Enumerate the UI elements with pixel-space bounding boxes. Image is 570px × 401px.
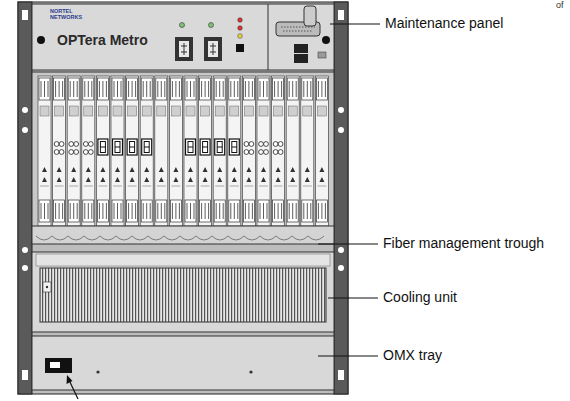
- brand-logo: NORTEL NETWORKS: [50, 9, 80, 21]
- screw: [249, 370, 252, 373]
- switch: [208, 41, 218, 57]
- circuit-packs: [38, 76, 328, 226]
- leader-line: [328, 298, 378, 299]
- latch-dot: [46, 286, 48, 288]
- pointer-arrow: [69, 380, 78, 399]
- fan-grille: [40, 268, 326, 322]
- connector-pins: [281, 27, 315, 31]
- ground-jack: [318, 52, 326, 58]
- led: [238, 26, 243, 31]
- switch: [175, 37, 193, 61]
- rack-ear: [18, 2, 32, 394]
- screw: [322, 36, 330, 44]
- card-cage: [32, 72, 334, 228]
- screw: [96, 370, 99, 373]
- led: [180, 23, 185, 28]
- callout-label: Maintenance panel: [385, 15, 503, 31]
- callout-label: Cooling unit: [383, 289, 457, 305]
- rack-ear: [334, 2, 348, 394]
- omx-tray: [32, 336, 334, 390]
- screw: [37, 36, 45, 44]
- leader-line: [330, 24, 380, 25]
- cooling-bezel: [36, 254, 330, 266]
- port: [294, 54, 308, 63]
- callout-label: Fiber management trough: [383, 235, 544, 251]
- tray-handle: [45, 358, 72, 373]
- latch: [43, 282, 51, 292]
- port: [294, 44, 308, 53]
- switch-mark: [181, 43, 187, 55]
- switch: [204, 37, 222, 61]
- cooling-unit: [32, 252, 334, 332]
- led: [238, 18, 243, 23]
- shelf-frame: [18, 2, 348, 394]
- maintenance-panel: [32, 4, 334, 70]
- switch-mark: [210, 43, 216, 55]
- serial-port: [304, 6, 316, 26]
- led: [209, 23, 214, 28]
- callout-label: OMX tray: [383, 347, 442, 363]
- product-logo: OPTera Metro: [57, 32, 148, 48]
- button: [236, 44, 244, 52]
- page-fragment: of: [556, 0, 564, 10]
- switch: [179, 41, 189, 57]
- tray-handle-window: [50, 362, 60, 368]
- arrow-head: [67, 375, 73, 384]
- trough-edge: [36, 236, 324, 240]
- led: [238, 34, 243, 39]
- leader-line: [318, 244, 378, 245]
- fiber-trough: [32, 226, 334, 244]
- panel-divider: [268, 4, 269, 70]
- leader-line: [318, 356, 378, 357]
